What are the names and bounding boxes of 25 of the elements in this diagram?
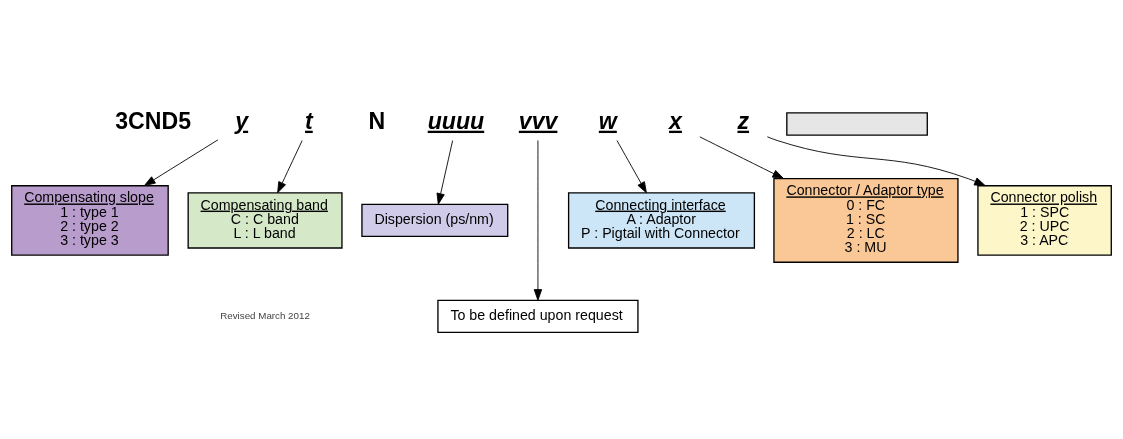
node-box: To be defined upon request: [437, 299, 639, 333]
node-box: Connecting interface A : Adaptor P : Pigtail with Connector: [567, 191, 756, 249]
label: Revised March 2012: [220, 309, 310, 321]
node-text: z: [737, 107, 750, 134]
arrow: [766, 135, 986, 186]
node-text: t: [305, 107, 313, 134]
node-text: vvv: [518, 107, 558, 134]
node-box: Connector / Adaptor type 0 : FC 1 : SC 2 : LC 3 : MU: [773, 177, 959, 263]
arrow: [277, 139, 303, 193]
arrow: [616, 139, 647, 193]
node-box: [786, 111, 928, 136]
arrow: [533, 139, 543, 301]
arrow: [144, 138, 219, 186]
node-box: Connector polish 1 : SPC 2 : UPC 3 : APC: [977, 184, 1112, 256]
node-box: Compensating slope 1 : type 1 2 : type 2 3 : type 3: [11, 184, 169, 256]
node-text: uuuu: [427, 107, 485, 134]
label: N: [368, 107, 386, 134]
arrow: [436, 139, 454, 205]
node-box: Compensating band C : C band L : L band: [187, 191, 343, 249]
node-text: x: [669, 107, 682, 134]
label: 3CND5: [115, 107, 192, 134]
node-box: Dispersion (ps/nm): [361, 203, 509, 237]
node-text: w: [598, 107, 617, 134]
node-text: y: [235, 107, 249, 134]
arrow: [699, 135, 784, 179]
